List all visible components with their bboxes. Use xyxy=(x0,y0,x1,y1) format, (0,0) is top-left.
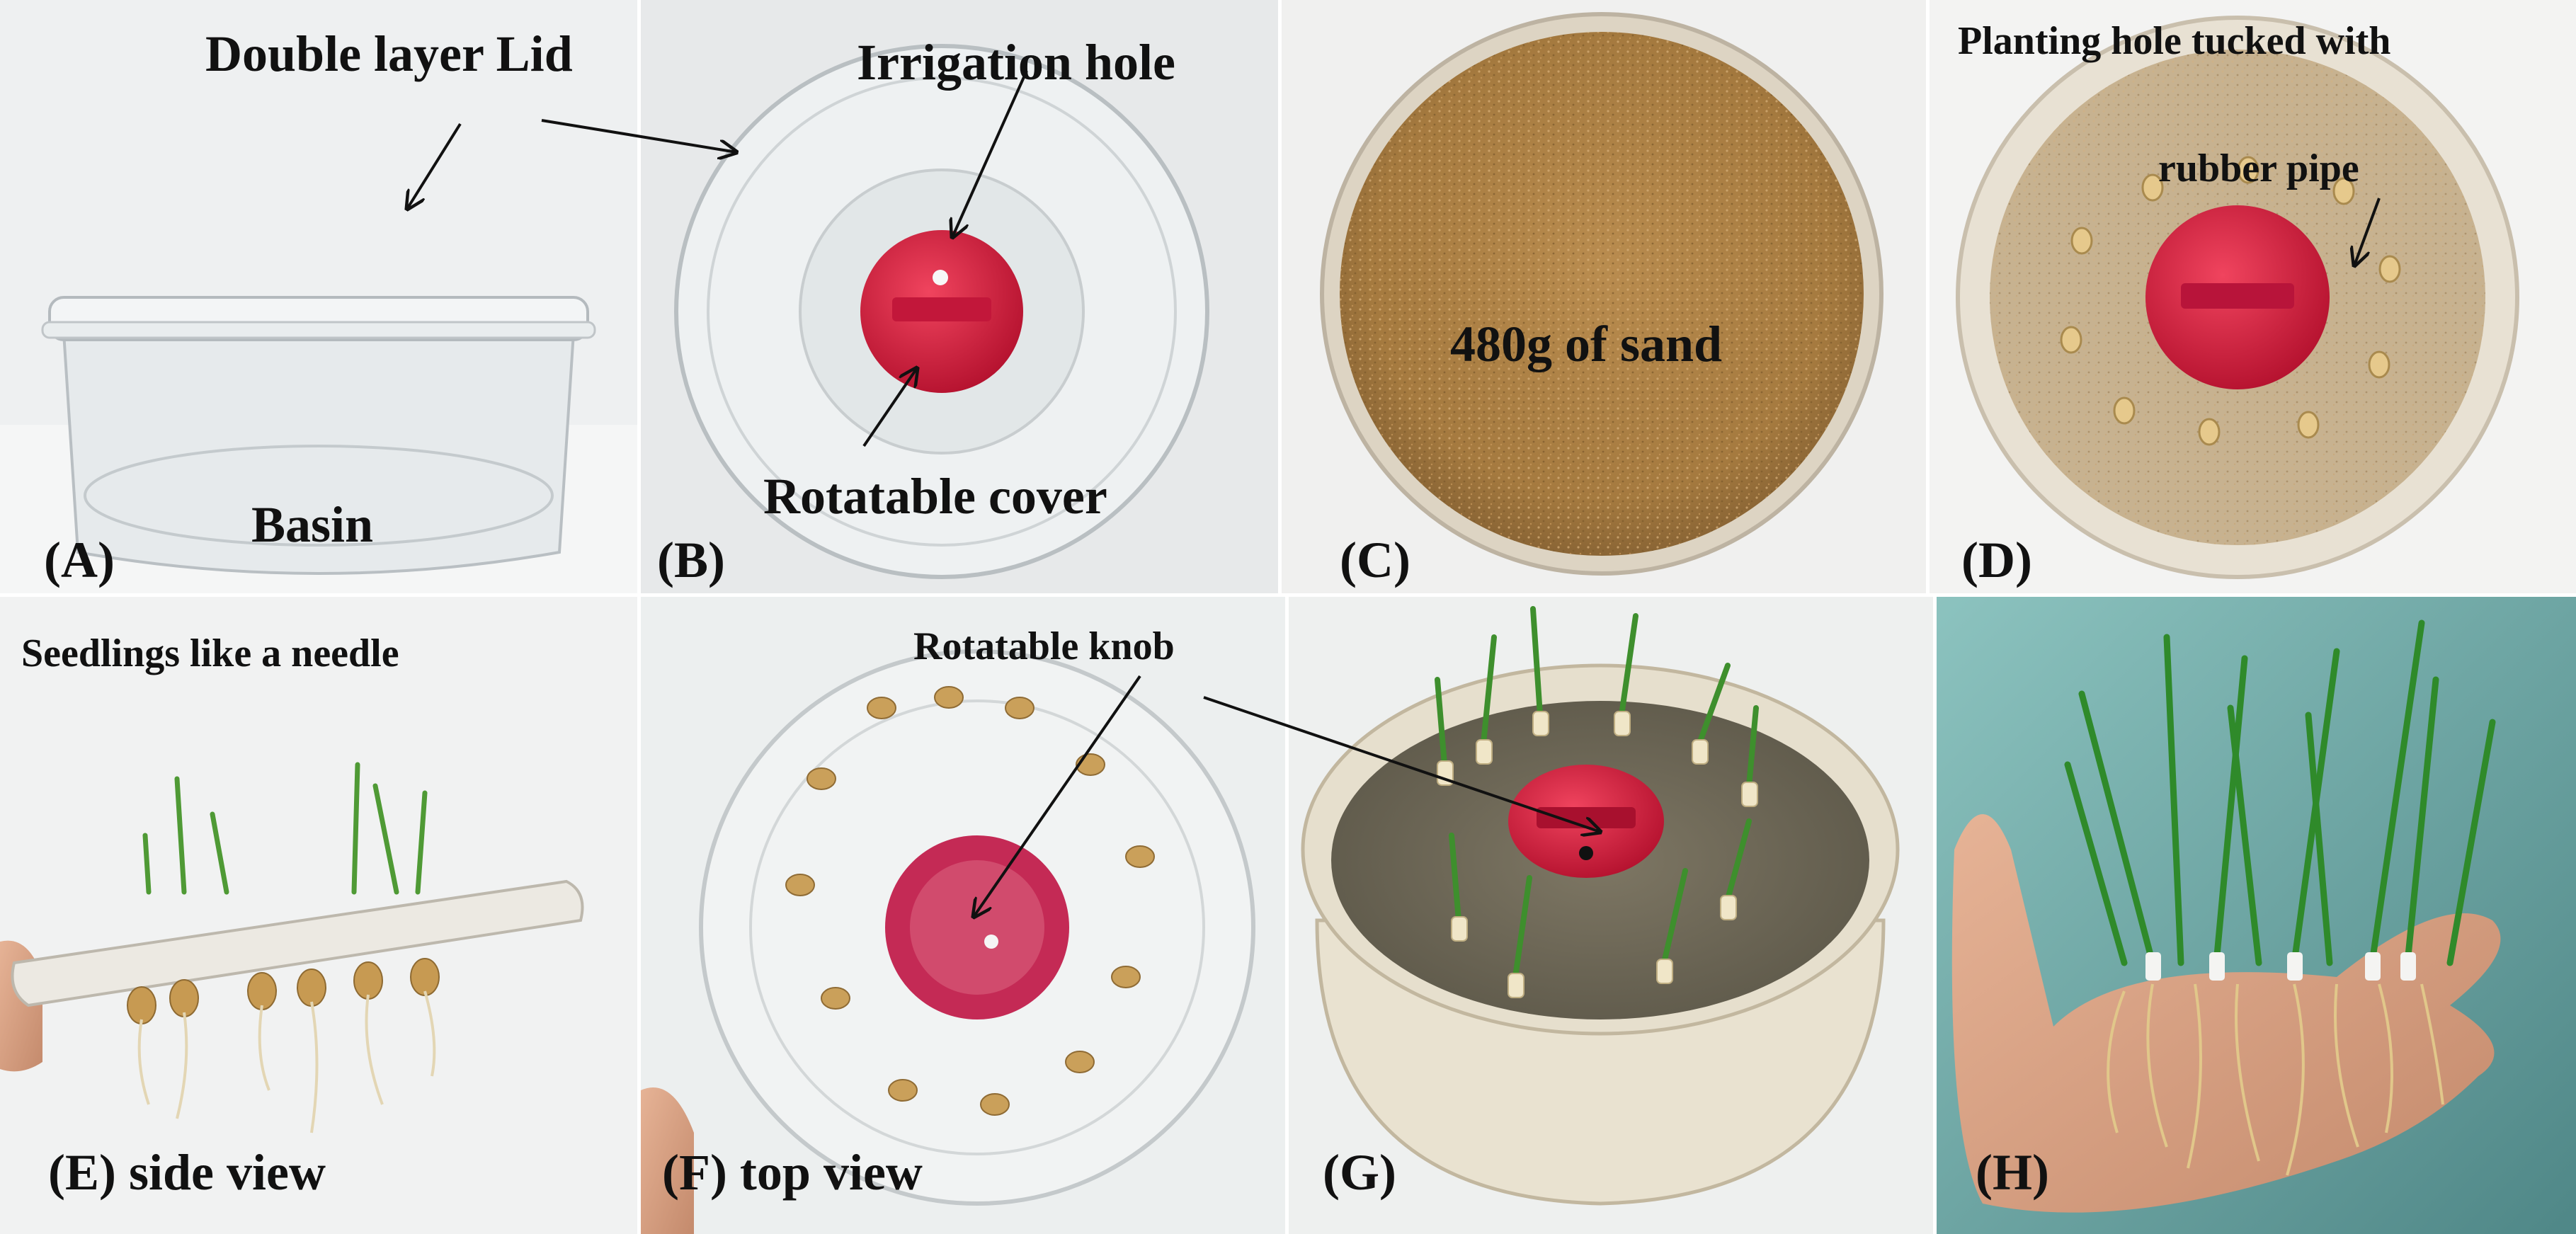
rotatable-knob-annotation: Rotatable knob xyxy=(913,624,1175,668)
pipe-arrow xyxy=(2354,198,2381,265)
panel-d-photo xyxy=(1930,0,2576,593)
annotation-arrows xyxy=(407,70,2381,917)
knob-arrow-left xyxy=(974,675,1141,917)
panel-label-b: (B) xyxy=(657,532,725,588)
knob-arrow-right xyxy=(1203,696,1600,832)
irrigation-arrow xyxy=(952,70,1028,237)
panel-a-photo xyxy=(0,0,637,593)
panel-b-photo xyxy=(641,0,1278,593)
planting-hole-annotation: Planting hole tucked with xyxy=(1958,19,2391,63)
rubber-pipes xyxy=(2060,156,2401,446)
panel-label-d: (D) xyxy=(1961,532,2032,588)
irrigation-hole-annotation: Irrigation hole xyxy=(857,34,1175,91)
lid-arrow-left xyxy=(407,122,462,209)
panel-label-f: (F) top view xyxy=(662,1144,923,1201)
panel-label-a: (A) xyxy=(44,532,115,588)
panel-label-g: (G) xyxy=(1323,1144,1396,1201)
panel-f-photo xyxy=(641,597,1285,1234)
panel-label-e: (E) side view xyxy=(48,1144,326,1201)
cover-arrow xyxy=(862,368,917,447)
seedlings-annotation: Seedlings like a needle xyxy=(21,632,399,675)
irrigation-hole-shape xyxy=(933,270,948,285)
rubber-pipe-annotation: rubber pipe xyxy=(2158,147,2359,190)
lid-annotation: Double layer Lid xyxy=(205,25,573,82)
rotatable-cover-annotation: Rotatable cover xyxy=(763,468,1107,525)
panel-c-photo xyxy=(1282,0,1926,593)
panel-label-c: (C) xyxy=(1340,532,1410,588)
lid-arrow-right xyxy=(541,119,736,152)
panel-e-photo xyxy=(0,597,637,1234)
panel-h-photo xyxy=(1937,597,2576,1234)
panel-label-h: (H) xyxy=(1976,1144,2049,1201)
basin-annotation: Basin xyxy=(251,496,374,553)
sand-annotation: 480g of sand xyxy=(1450,316,1723,372)
panel-g-photo xyxy=(1289,597,1933,1234)
